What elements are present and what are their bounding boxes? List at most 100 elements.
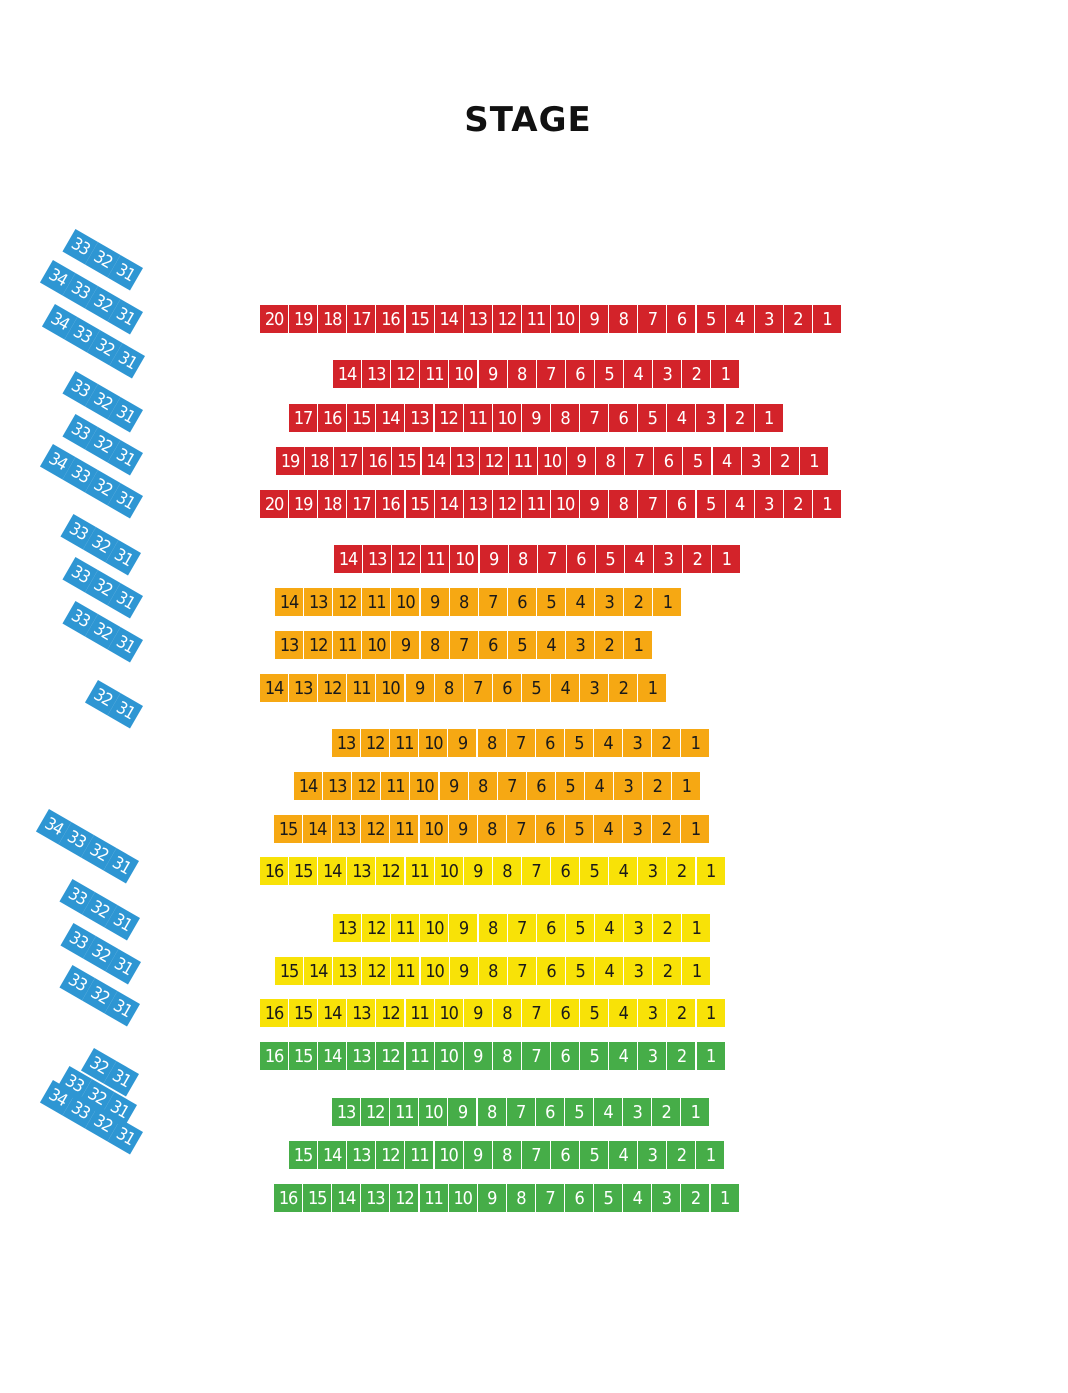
seat[interactable]: 10	[362, 631, 391, 659]
seat[interactable]: 5	[683, 447, 712, 475]
seat[interactable]: 4	[566, 588, 594, 616]
seat[interactable]: 4	[551, 674, 579, 702]
seat[interactable]: 13	[463, 305, 492, 333]
seat[interactable]: 16	[260, 857, 288, 885]
seat[interactable]: 2	[652, 815, 681, 843]
seat[interactable]: 11	[405, 999, 434, 1027]
seat[interactable]: 10	[551, 490, 579, 518]
seat[interactable]: 14	[304, 957, 333, 985]
seat[interactable]: 13	[304, 588, 333, 616]
seat[interactable]: 19	[289, 490, 318, 518]
seat[interactable]: 8	[477, 1098, 506, 1126]
seat[interactable]: 11	[390, 1098, 419, 1126]
seat[interactable]: 3	[638, 1042, 667, 1070]
seat[interactable]: 10	[537, 447, 566, 475]
seat[interactable]: 14	[332, 1184, 361, 1212]
seat[interactable]: 18	[318, 490, 347, 518]
seat[interactable]: 3	[623, 729, 651, 757]
seat[interactable]: 6	[609, 404, 638, 432]
seat[interactable]: 12	[304, 631, 333, 659]
seat[interactable]: 10	[551, 305, 579, 333]
seat[interactable]: 8	[492, 1141, 521, 1169]
seat[interactable]: 7	[506, 729, 535, 757]
seat[interactable]: 4	[593, 1098, 622, 1126]
seat[interactable]: 9	[405, 674, 434, 702]
seat[interactable]: 8	[492, 1042, 521, 1070]
seat[interactable]: 11	[362, 588, 391, 616]
seat[interactable]: 17	[289, 404, 317, 432]
seat[interactable]: 6	[551, 999, 579, 1027]
seat[interactable]: 15	[289, 857, 318, 885]
seat[interactable]: 11	[405, 857, 434, 885]
seat[interactable]: 10	[434, 999, 463, 1027]
seat[interactable]: 8	[550, 404, 579, 432]
seat[interactable]: 6	[566, 545, 595, 573]
seat[interactable]: 20	[260, 490, 288, 518]
seat[interactable]: 5	[566, 957, 594, 985]
seat[interactable]: 7	[521, 999, 550, 1027]
seat[interactable]: 10	[420, 914, 449, 942]
seat[interactable]: 8	[420, 631, 449, 659]
seat[interactable]: 2	[770, 447, 799, 475]
seat[interactable]: 13	[275, 631, 303, 659]
seat[interactable]: 5	[580, 857, 609, 885]
seat[interactable]: 13	[463, 490, 492, 518]
seat[interactable]: 1	[681, 729, 710, 757]
seat[interactable]: 4	[625, 545, 653, 573]
seat[interactable]: 3	[566, 631, 594, 659]
seat[interactable]: 9	[521, 404, 550, 432]
seat[interactable]: 13	[333, 914, 361, 942]
seat[interactable]: 3	[638, 999, 667, 1027]
seat[interactable]: 6	[667, 305, 696, 333]
seat[interactable]: 8	[477, 815, 506, 843]
seat[interactable]: 14	[434, 305, 463, 333]
seat[interactable]: 7	[535, 1184, 564, 1212]
seat[interactable]: 3	[624, 914, 652, 942]
seat[interactable]: 13	[450, 447, 479, 475]
seat[interactable]: 6	[667, 490, 696, 518]
seat[interactable]: 18	[318, 305, 347, 333]
seat[interactable]: 16	[376, 305, 405, 333]
seat[interactable]: 15	[405, 305, 434, 333]
seat[interactable]: 11	[419, 1184, 448, 1212]
seat[interactable]: 13	[347, 1042, 376, 1070]
seat[interactable]: 7	[449, 631, 478, 659]
seat[interactable]: 1	[754, 404, 783, 432]
seat[interactable]: 7	[497, 772, 526, 800]
seat[interactable]: 8	[506, 1184, 535, 1212]
seat[interactable]: 1	[638, 674, 667, 702]
seat[interactable]: 1	[672, 772, 701, 800]
seat[interactable]: 7	[521, 1042, 550, 1070]
seat[interactable]: 13	[333, 957, 362, 985]
seat[interactable]: 4	[536, 631, 565, 659]
seat[interactable]: 1	[711, 360, 740, 388]
seat[interactable]: 3	[741, 447, 770, 475]
seat[interactable]: 20	[260, 305, 288, 333]
seat[interactable]: 11	[390, 815, 419, 843]
seat[interactable]: 13	[332, 815, 361, 843]
seat[interactable]: 12	[362, 957, 391, 985]
seat[interactable]: 3	[623, 815, 652, 843]
seat[interactable]: 6	[535, 815, 564, 843]
seat[interactable]: 15	[289, 999, 318, 1027]
seat[interactable]: 2	[682, 360, 711, 388]
seat[interactable]: 2	[653, 914, 682, 942]
seat[interactable]: 4	[594, 914, 623, 942]
seat[interactable]: 16	[260, 1042, 288, 1070]
seat[interactable]: 4	[609, 1141, 638, 1169]
seat[interactable]: 10	[448, 1184, 477, 1212]
seat[interactable]: 10	[419, 815, 448, 843]
seat[interactable]: 1	[710, 1184, 739, 1212]
seat[interactable]: 11	[391, 957, 420, 985]
seat[interactable]: 8	[478, 914, 507, 942]
seat[interactable]: 8	[492, 857, 521, 885]
seat[interactable]: 2	[595, 631, 624, 659]
seat[interactable]: 2	[624, 588, 653, 616]
seat[interactable]: 2	[609, 674, 638, 702]
seat[interactable]: 1	[624, 631, 653, 659]
seat[interactable]: 13	[347, 999, 376, 1027]
seat[interactable]: 5	[565, 914, 594, 942]
seat[interactable]: 12	[361, 815, 390, 843]
seat[interactable]: 17	[347, 490, 376, 518]
seat[interactable]: 6	[526, 772, 555, 800]
